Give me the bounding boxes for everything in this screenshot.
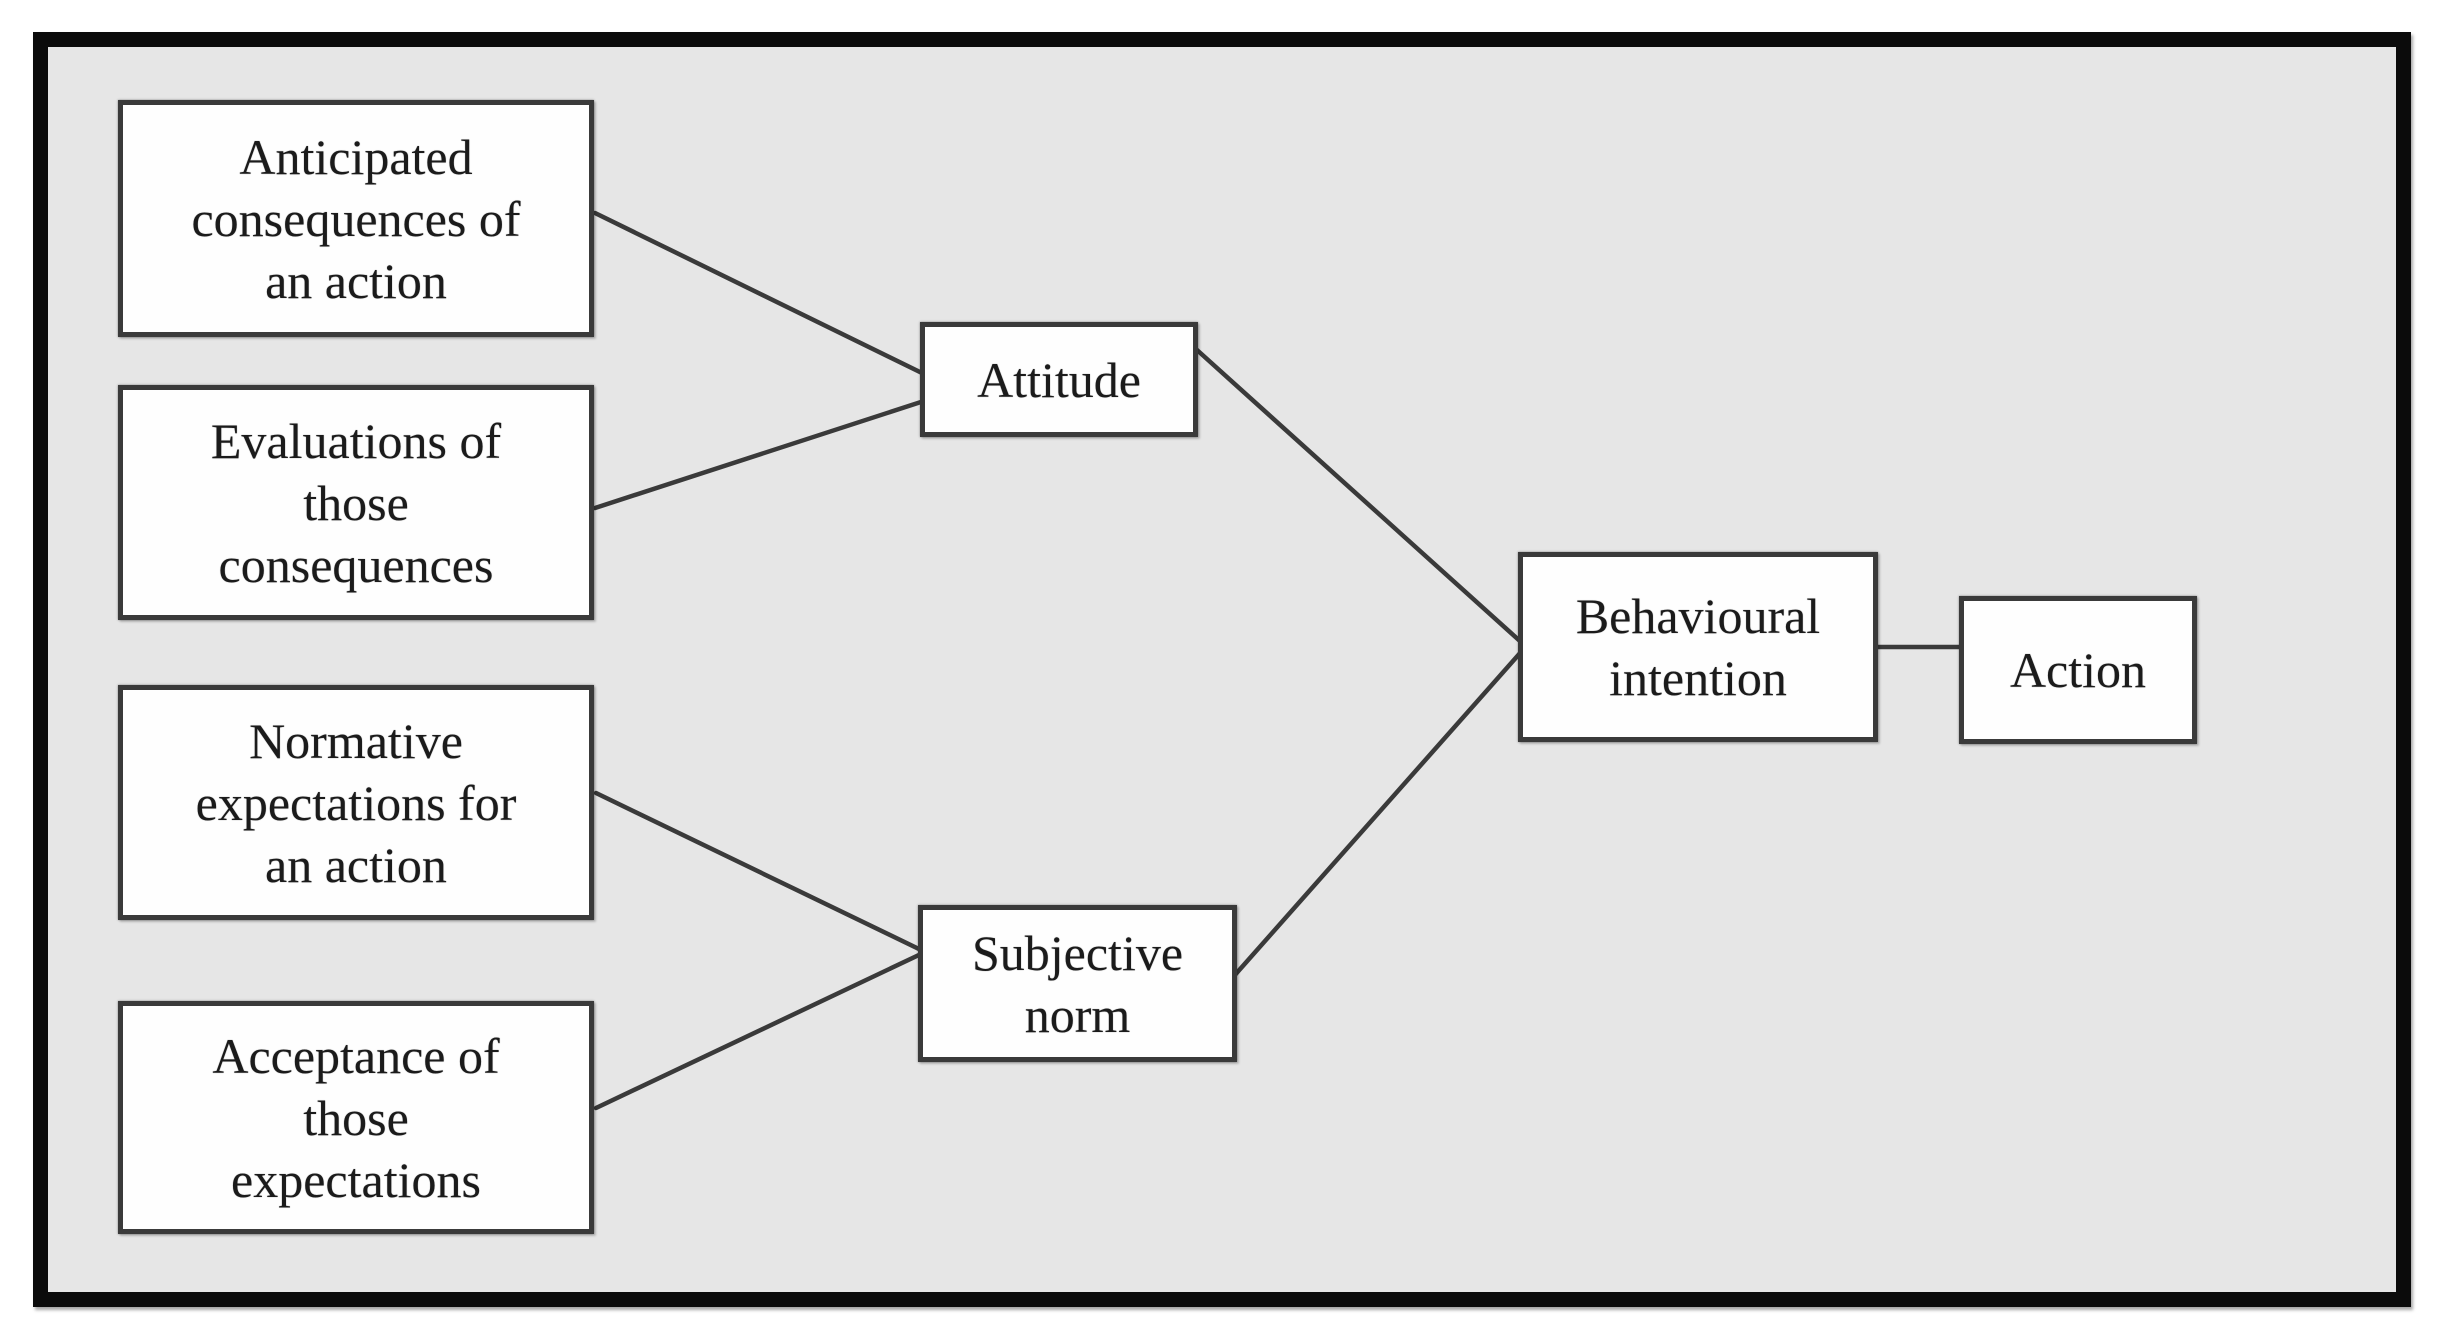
node-label: Attitude: [977, 351, 1141, 408]
edge-subjective-norm-behavioural-intention: [1231, 649, 1524, 979]
node-action: Action: [1959, 596, 2197, 744]
node-label: Normative expectations for an action: [195, 712, 517, 893]
node-label: Evaluations of those consequences: [210, 412, 502, 593]
node-evaluations-of-consequences: Evaluations of those consequences: [118, 385, 594, 620]
node-acceptance-of-expectations: Acceptance of those expectations: [118, 1001, 594, 1234]
edge-evaluations-attitude: [592, 398, 927, 511]
node-normative-expectations: Normative expectations for an action: [118, 685, 594, 920]
node-label: Action: [2009, 642, 2147, 698]
edge-normative-subjective-norm: [593, 790, 924, 953]
node-anticipated-consequences: Anticipated consequences of an action: [118, 100, 594, 337]
edge-acceptance-subjective-norm: [593, 951, 924, 1111]
node-label: Subjective norm: [971, 924, 1184, 1043]
node-label: Behavioural intention: [1575, 588, 1821, 706]
node-attitude: Attitude: [920, 322, 1198, 437]
edge-attitude-behavioural-intention: [1194, 347, 1524, 645]
node-subjective-norm: Subjective norm: [918, 905, 1237, 1062]
node-label: Anticipated consequences of an action: [191, 128, 521, 309]
edge-anticipated-attitude: [592, 210, 927, 377]
node-label: Acceptance of those expectations: [212, 1027, 500, 1208]
node-behavioural-intention: Behavioural intention: [1518, 552, 1878, 742]
